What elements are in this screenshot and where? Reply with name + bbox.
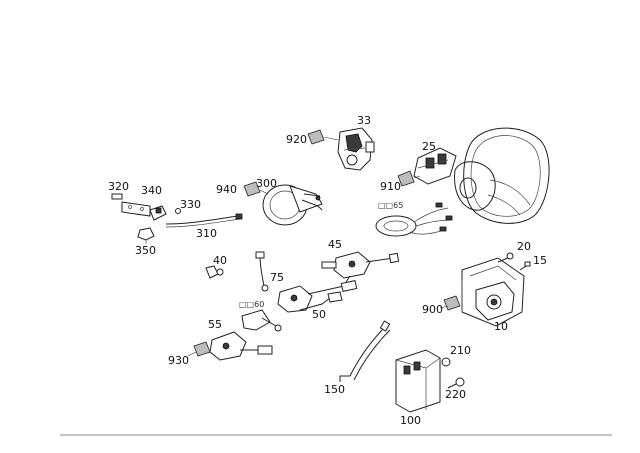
connector-930 (187, 341, 211, 357)
label-340: 340 (141, 184, 162, 197)
label-55: 55 (208, 318, 222, 331)
bracket-assembly-340 (111, 193, 243, 244)
clock-spring-300 (262, 184, 323, 226)
label-350: 350 (135, 244, 156, 257)
label-40: 40 (213, 254, 227, 267)
steering-wheel (454, 127, 550, 224)
label-220: 220 (445, 388, 466, 401)
connector-920 (307, 129, 339, 145)
label-25: 25 (422, 140, 436, 153)
bulb-40 (205, 265, 224, 279)
label-100: 100 (400, 414, 421, 427)
connector-940 (243, 181, 269, 197)
switch-module-25 (413, 147, 457, 185)
label-10: 10 (494, 320, 508, 333)
label-330: 330 (180, 198, 201, 211)
label-20: 20 (517, 240, 531, 253)
control-unit-100 (395, 349, 441, 413)
switch-assembly-33 (337, 127, 375, 171)
lock-housing-10 (461, 257, 525, 327)
lever-150 (339, 320, 391, 382)
label-33: 33 (357, 114, 371, 127)
label-75: 75 (270, 271, 284, 284)
label-60: □□60 (239, 300, 264, 309)
label-45: 45 (328, 238, 342, 251)
label-900: 900 (422, 303, 443, 316)
label-15: 15 (533, 254, 547, 267)
label-930: 930 (168, 354, 189, 367)
coil-65 (375, 202, 453, 237)
label-910: 910 (380, 180, 401, 193)
cable-75 (255, 251, 269, 292)
label-300: 300 (256, 177, 277, 190)
connector-910 (397, 170, 421, 187)
label-920: 920 (286, 133, 307, 146)
label-65: □□65 (378, 201, 403, 210)
label-310: 310 (196, 227, 217, 240)
connector-900 (439, 295, 461, 311)
nut-210 (441, 357, 451, 367)
label-940: 940 (216, 183, 237, 196)
label-50: 50 (312, 308, 326, 321)
screw-15 (519, 261, 531, 271)
combination-switch-45 (321, 251, 400, 283)
label-150: 150 (324, 383, 345, 396)
label-320: 320 (108, 180, 129, 193)
bolt-20 (497, 252, 514, 263)
stalk-switch-50 (277, 280, 358, 313)
label-210: 210 (450, 344, 471, 357)
stalk-switch-55 (209, 309, 282, 361)
bolt-220 (447, 377, 465, 389)
